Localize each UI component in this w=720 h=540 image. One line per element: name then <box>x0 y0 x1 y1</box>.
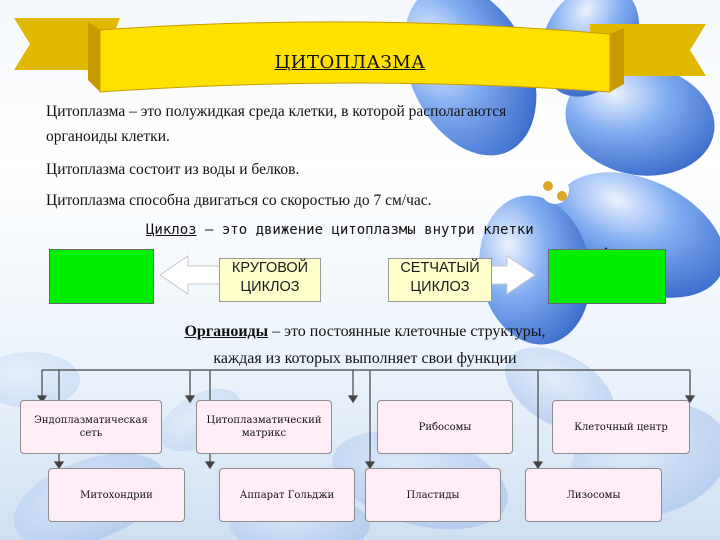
organoid-lysosomes-label: Лизосомы <box>566 489 621 501</box>
circular-cyclosis-label-2: ЦИКЛОЗ <box>240 279 300 295</box>
organoid-box-mitochondria: Митохондрии <box>48 468 185 522</box>
circular-cyclosis-label-1: КРУГОВОЙ <box>231 260 309 276</box>
organoid-box-golgi: Аппарат Гольджи <box>219 468 355 522</box>
organoid-ribosomes-label: Рибосомы <box>418 421 472 433</box>
organoid-box-matrix: Цитоплазматический матрикс <box>196 400 332 454</box>
organoid-matrix-label-1: Цитоплазматический <box>206 415 322 426</box>
reticular-cyclosis-label-1: СЕТЧАТЫЙ <box>400 260 480 276</box>
reticular-cyclosis-diagram <box>548 249 666 304</box>
circular-cyclosis-box: КРУГОВОЙ ЦИКЛОЗ <box>219 258 321 302</box>
organoid-golgi-label: Аппарат Гольджи <box>239 489 335 501</box>
definition-line-1: Цитоплазма – это полужидкая среда клетки… <box>46 103 507 120</box>
circular-cyclosis-diagram <box>49 249 154 304</box>
organoid-box-er: Эндоплазматическая сеть <box>20 400 162 454</box>
reticular-cyclosis-label-2: ЦИКЛОЗ <box>410 279 470 295</box>
definition-line-2: органоиды клетки. <box>46 128 170 145</box>
organoid-box-cell-center: Клеточный центр <box>552 400 690 454</box>
organoids-definition-line-1: Органоиды – это постоянные клеточные стр… <box>130 323 600 341</box>
organoids-definition-line-2: каждая из которых выполняет свои функции <box>213 350 517 367</box>
organoid-plastids-label: Пластиды <box>406 489 460 501</box>
reticular-cyclosis-box: СЕТЧАТЫЙ ЦИКЛОЗ <box>388 258 492 302</box>
organoid-box-plastids: Пластиды <box>365 468 501 522</box>
cyclosis-definition: Циклоз – это движение цитоплазмы внутри … <box>146 222 534 238</box>
page-title: ЦИТОПЛАЗМА <box>274 52 426 73</box>
title-ribbon <box>14 18 706 93</box>
organoid-matrix-label-2: матрикс <box>241 428 287 439</box>
organoid-box-lysosomes: Лизосомы <box>525 468 662 522</box>
cyclosis-rest: – это движение цитоплазмы внутри клетки <box>196 222 534 238</box>
composition-text: Цитоплазма состоит из воды и белков. <box>46 161 300 178</box>
organoid-er-label-2: сеть <box>79 428 103 439</box>
organoid-box-ribosomes: Рибосомы <box>377 400 513 454</box>
organoid-mitochondria-label: Митохондрии <box>80 489 153 501</box>
organoid-cell-center-label: Клеточный центр <box>574 421 668 433</box>
movement-text: Цитоплазма способна двигаться со скорост… <box>46 192 432 209</box>
organoid-er-label-1: Эндоплазматическая <box>34 415 148 426</box>
organoids-term: Органоиды <box>184 323 269 340</box>
organoids-rest: – это постоянные клеточные структуры, <box>268 323 546 340</box>
cyclosis-term: Циклоз <box>146 222 197 238</box>
